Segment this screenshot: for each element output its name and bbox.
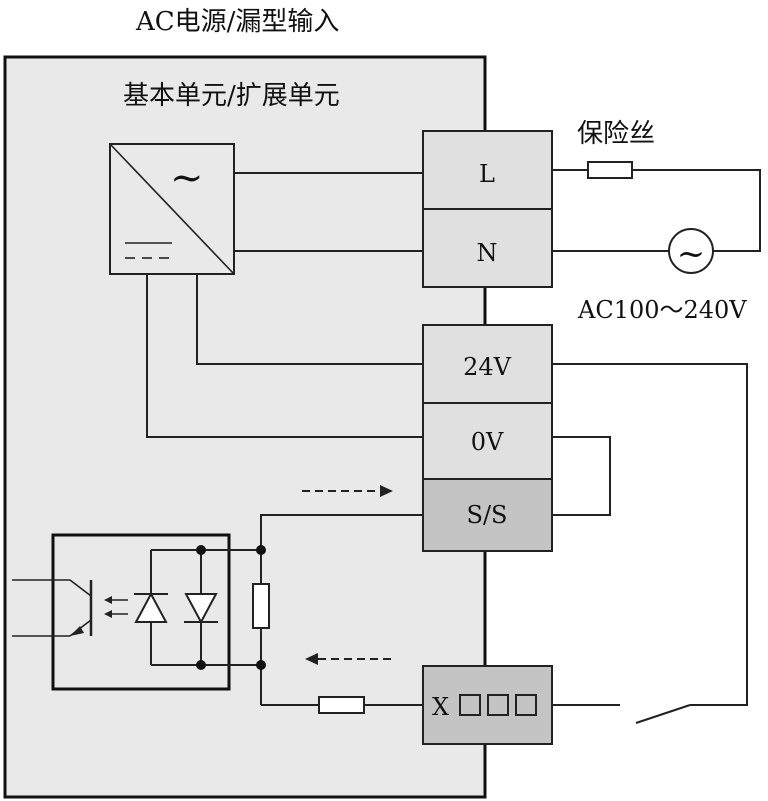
- terminal-0v-label: 0V: [471, 428, 504, 456]
- terminal-x-digit-box: [515, 694, 537, 716]
- terminal-24v[interactable]: [422, 324, 553, 404]
- terminal-n[interactable]: [422, 208, 553, 288]
- terminal-0v[interactable]: [422, 402, 553, 480]
- ac-source-symbol: [668, 228, 714, 274]
- power-supply-converter: ~: [109, 143, 235, 275]
- terminal-block-input: X: [422, 665, 553, 745]
- ac-source-wave-icon: ~: [677, 234, 706, 274]
- input-resistor-parallel: [252, 583, 270, 629]
- terminal-n-label: N: [477, 239, 498, 267]
- terminal-24v-label: 24V: [463, 353, 512, 381]
- current-flow-arrow-right: [302, 485, 393, 497]
- phototransistor-symbol: [12, 579, 93, 637]
- input-resistor-series: [318, 696, 365, 714]
- diagram-title: AC电源/漏型输入: [135, 7, 339, 37]
- led-down-symbol: [184, 593, 218, 625]
- terminal-l-label: L: [479, 160, 495, 188]
- light-emission-arrows: [104, 596, 128, 618]
- junction-dot: [256, 660, 266, 670]
- terminal-block-dc: 24V 0V S/S: [422, 324, 553, 552]
- current-flow-arrow-left: [305, 653, 394, 665]
- fuse-symbol: [587, 161, 633, 179]
- junction-dot: [256, 545, 266, 555]
- ac-wave-icon: ~: [170, 155, 204, 201]
- junction-dot: [196, 545, 206, 555]
- voltage-label: AC100～240V: [577, 296, 747, 324]
- fuse-label: 保险丝: [577, 119, 655, 149]
- terminal-block-power: L N: [422, 130, 553, 288]
- unit-label: 基本单元/扩展单元: [123, 81, 340, 111]
- terminal-x-digit-box: [487, 694, 509, 716]
- input-switch: [635, 704, 691, 724]
- terminal-x-label: X: [432, 693, 449, 721]
- terminal-l[interactable]: [422, 130, 553, 210]
- led-up-symbol: [134, 591, 168, 623]
- junction-dot: [196, 660, 206, 670]
- terminal-x-digit-box: [459, 694, 481, 716]
- terminal-ss-label: S/S: [467, 501, 508, 529]
